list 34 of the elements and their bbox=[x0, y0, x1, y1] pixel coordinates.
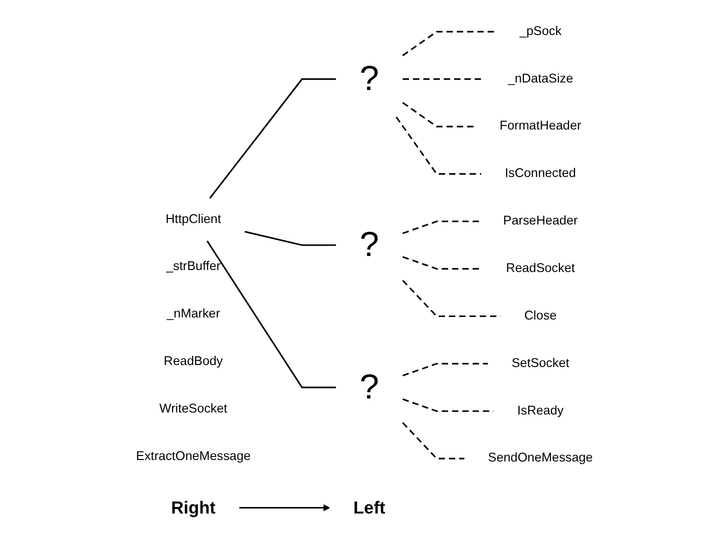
connector bbox=[402, 220, 480, 234]
node-text: Left bbox=[352, 498, 385, 518]
node-text: ReadSocket bbox=[506, 262, 574, 276]
node-text: ExtractOneMessage bbox=[136, 450, 250, 464]
connector bbox=[402, 256, 482, 270]
node-text: SetSocket bbox=[511, 356, 569, 370]
node-text: _nDataSize bbox=[507, 72, 573, 86]
connector bbox=[402, 102, 476, 128]
connector bbox=[395, 116, 481, 175]
node-text: _nMarker bbox=[166, 307, 220, 321]
node-text: ParseHeader bbox=[502, 214, 578, 228]
node-text: _pSock bbox=[518, 24, 562, 38]
connector bbox=[402, 422, 464, 460]
node-text: IsReady bbox=[516, 404, 564, 418]
arrow bbox=[238, 504, 330, 512]
node-text: _strBuffer bbox=[166, 260, 220, 274]
node-text: HttpClient bbox=[165, 212, 221, 226]
connector bbox=[206, 240, 336, 388]
node-text: Right bbox=[170, 498, 216, 518]
node-text: IsConnected bbox=[504, 166, 576, 180]
node-text: ReadBody bbox=[163, 354, 222, 368]
connector bbox=[208, 78, 336, 199]
connector bbox=[402, 30, 496, 56]
node-text: WriteSocket bbox=[158, 402, 227, 416]
node-text: Close bbox=[524, 309, 556, 323]
node-text: FormatHeader bbox=[499, 119, 581, 133]
connector bbox=[244, 230, 336, 246]
connector bbox=[402, 78, 484, 80]
connector bbox=[402, 398, 494, 412]
connector bbox=[402, 362, 488, 376]
node-text: SendOneMessage bbox=[488, 451, 592, 465]
node-text: ? bbox=[359, 59, 379, 98]
node-text: ? bbox=[359, 368, 379, 406]
node-text: ? bbox=[359, 225, 379, 264]
